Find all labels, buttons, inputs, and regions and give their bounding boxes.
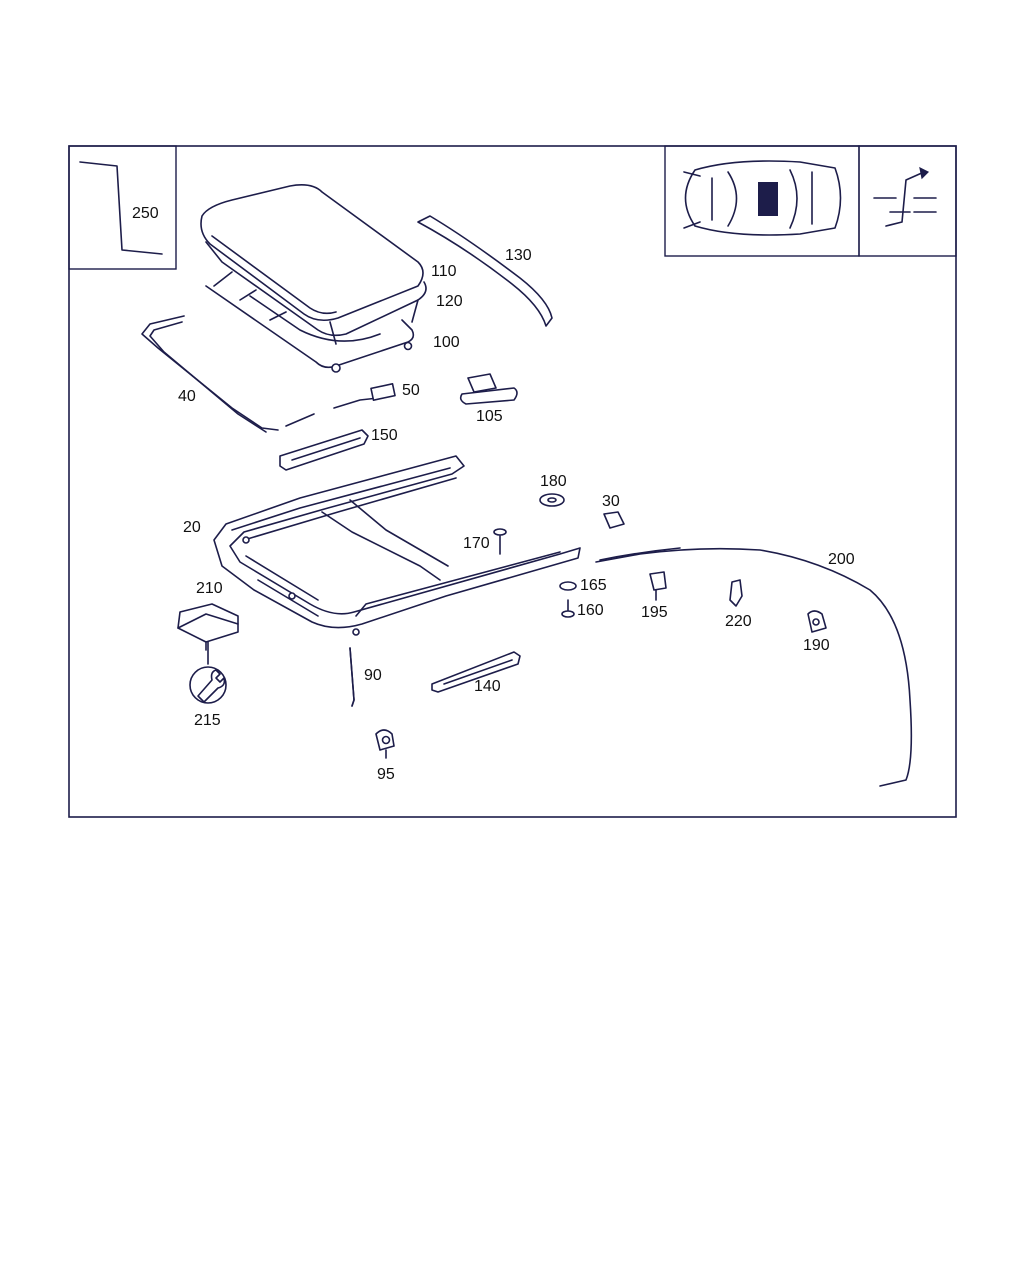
label-195: 195 <box>641 604 668 621</box>
label-130: 130 <box>505 247 532 264</box>
diagram-border <box>68 145 957 818</box>
part-220-connector <box>729 579 743 607</box>
label-180: 180 <box>540 473 567 490</box>
label-95: 95 <box>377 766 395 783</box>
label-190: 190 <box>803 637 830 654</box>
label-250: 250 <box>132 205 159 222</box>
label-90: 90 <box>364 667 382 684</box>
part-40-trim <box>141 315 315 433</box>
part-180-washer <box>539 493 565 507</box>
part-170-bolt <box>493 528 507 555</box>
part-50-wire <box>333 383 396 409</box>
inset-box-250 <box>68 145 177 270</box>
label-50: 50 <box>402 382 420 399</box>
part-210-motor <box>177 603 239 665</box>
label-220: 220 <box>725 613 752 630</box>
part-160-bolt <box>561 599 575 618</box>
part-250-shape <box>79 161 163 255</box>
label-40: 40 <box>178 388 196 405</box>
label-150: 150 <box>371 427 398 444</box>
label-100: 100 <box>433 334 460 351</box>
label-110: 110 <box>431 263 457 280</box>
part-105-handle <box>459 373 518 405</box>
part-195-clip <box>649 571 667 601</box>
revision-symbol-icon <box>873 166 937 227</box>
part-30-clip <box>603 511 625 529</box>
part-20-main-frame <box>213 455 581 636</box>
part-95-clip <box>375 729 395 759</box>
label-20: 20 <box>183 519 201 536</box>
part-90-hose <box>349 647 355 707</box>
wrench-icon <box>189 666 227 704</box>
label-165: 165 <box>580 577 607 594</box>
label-120: 120 <box>436 293 463 310</box>
label-105: 105 <box>476 408 503 425</box>
label-170: 170 <box>463 535 490 552</box>
part-200-hose <box>595 547 913 787</box>
label-215: 215 <box>194 712 221 729</box>
revision-box <box>858 145 957 257</box>
part-130-strip <box>417 215 553 327</box>
label-140: 140 <box>474 678 501 695</box>
part-140-cover <box>431 651 521 693</box>
part-190-clip <box>807 610 827 633</box>
label-200: 200 <box>828 551 855 568</box>
part-100-frame <box>205 271 415 373</box>
part-110-glass-panel <box>200 184 424 322</box>
label-30: 30 <box>602 493 620 510</box>
label-210: 210 <box>196 580 223 597</box>
car-top-view-icon <box>683 160 842 236</box>
part-165-washer <box>559 581 577 591</box>
part-150-cover <box>279 429 369 471</box>
label-160: 160 <box>577 602 604 619</box>
